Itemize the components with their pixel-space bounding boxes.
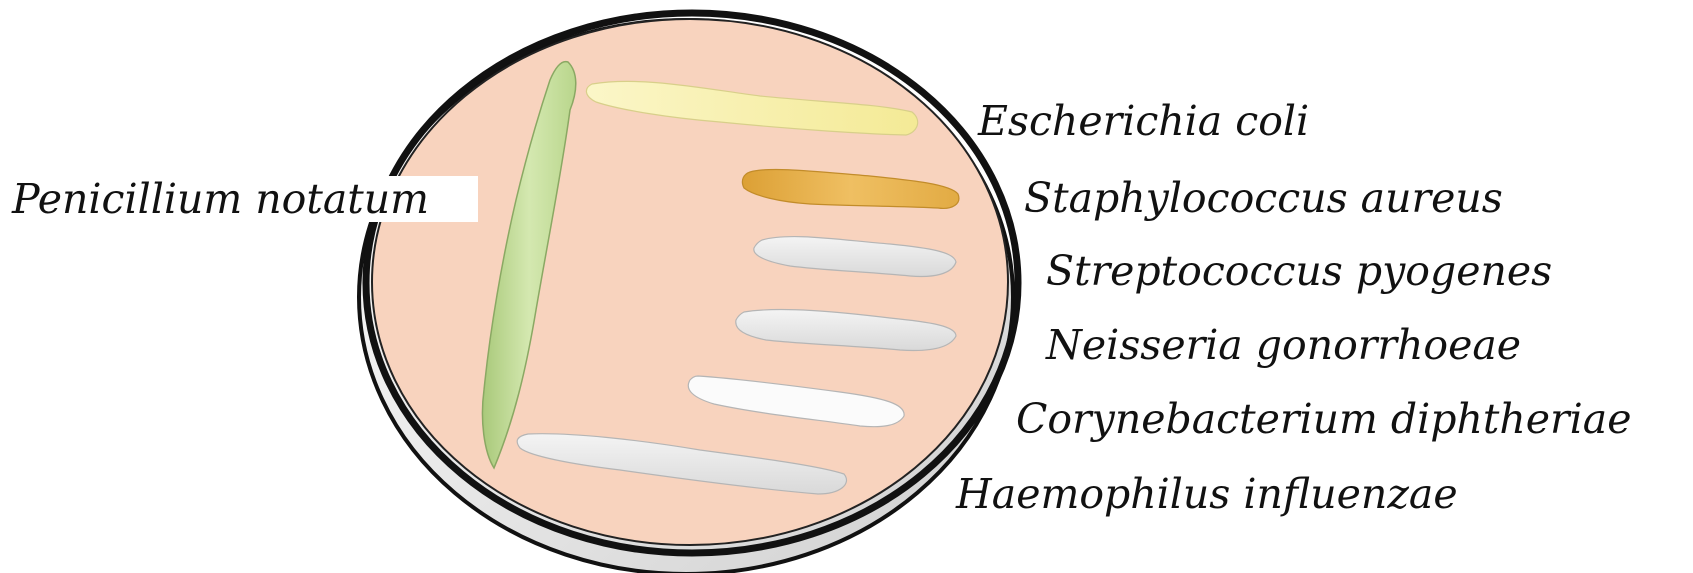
label-haemophilus-influenzae: Haemophilus influenzae: [955, 470, 1458, 518]
label-corynebacterium-diphtheriae: Corynebacterium diphtheriae: [1016, 395, 1631, 443]
label-escherichia-coli: Escherichia coli: [977, 97, 1309, 145]
label-penicillium-notatum: Penicillium notatum: [11, 175, 429, 223]
label-neisseria-gonorrhoeae: Neisseria gonorrhoeae: [1045, 321, 1521, 369]
label-streptococcus-pyogenes: Streptococcus pyogenes: [1046, 247, 1552, 295]
label-staphylococcus-aureus: Staphylococcus aureus: [1024, 174, 1503, 222]
